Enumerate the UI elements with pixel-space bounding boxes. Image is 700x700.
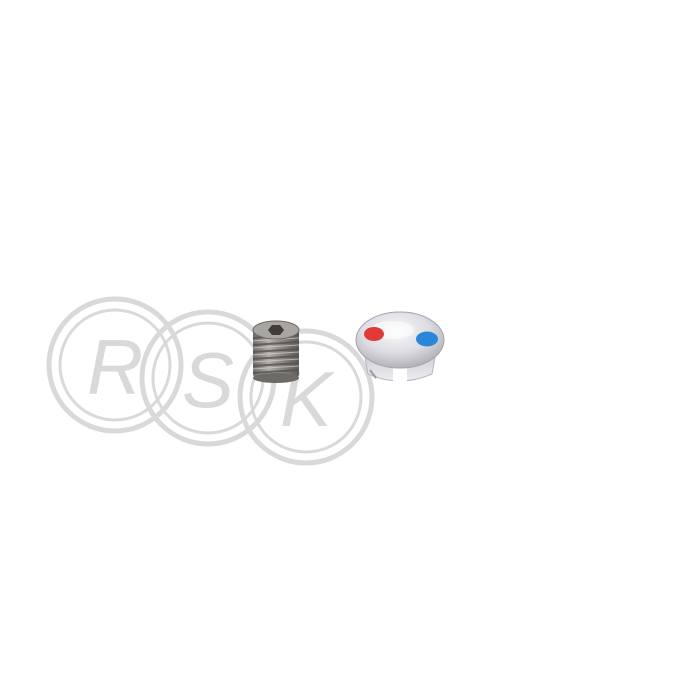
watermark-letters: R S K	[87, 323, 335, 443]
hot-indicator-dot	[364, 327, 384, 341]
grub-screw-icon	[252, 320, 300, 383]
watermark-ring-k	[237, 328, 375, 466]
watermark-letter-s: S	[182, 336, 234, 424]
cold-indicator-dot	[416, 331, 438, 347]
indicator-cap-icon	[355, 311, 445, 382]
watermark-letter-r: R	[87, 323, 143, 411]
watermark-ring-r	[46, 296, 184, 434]
